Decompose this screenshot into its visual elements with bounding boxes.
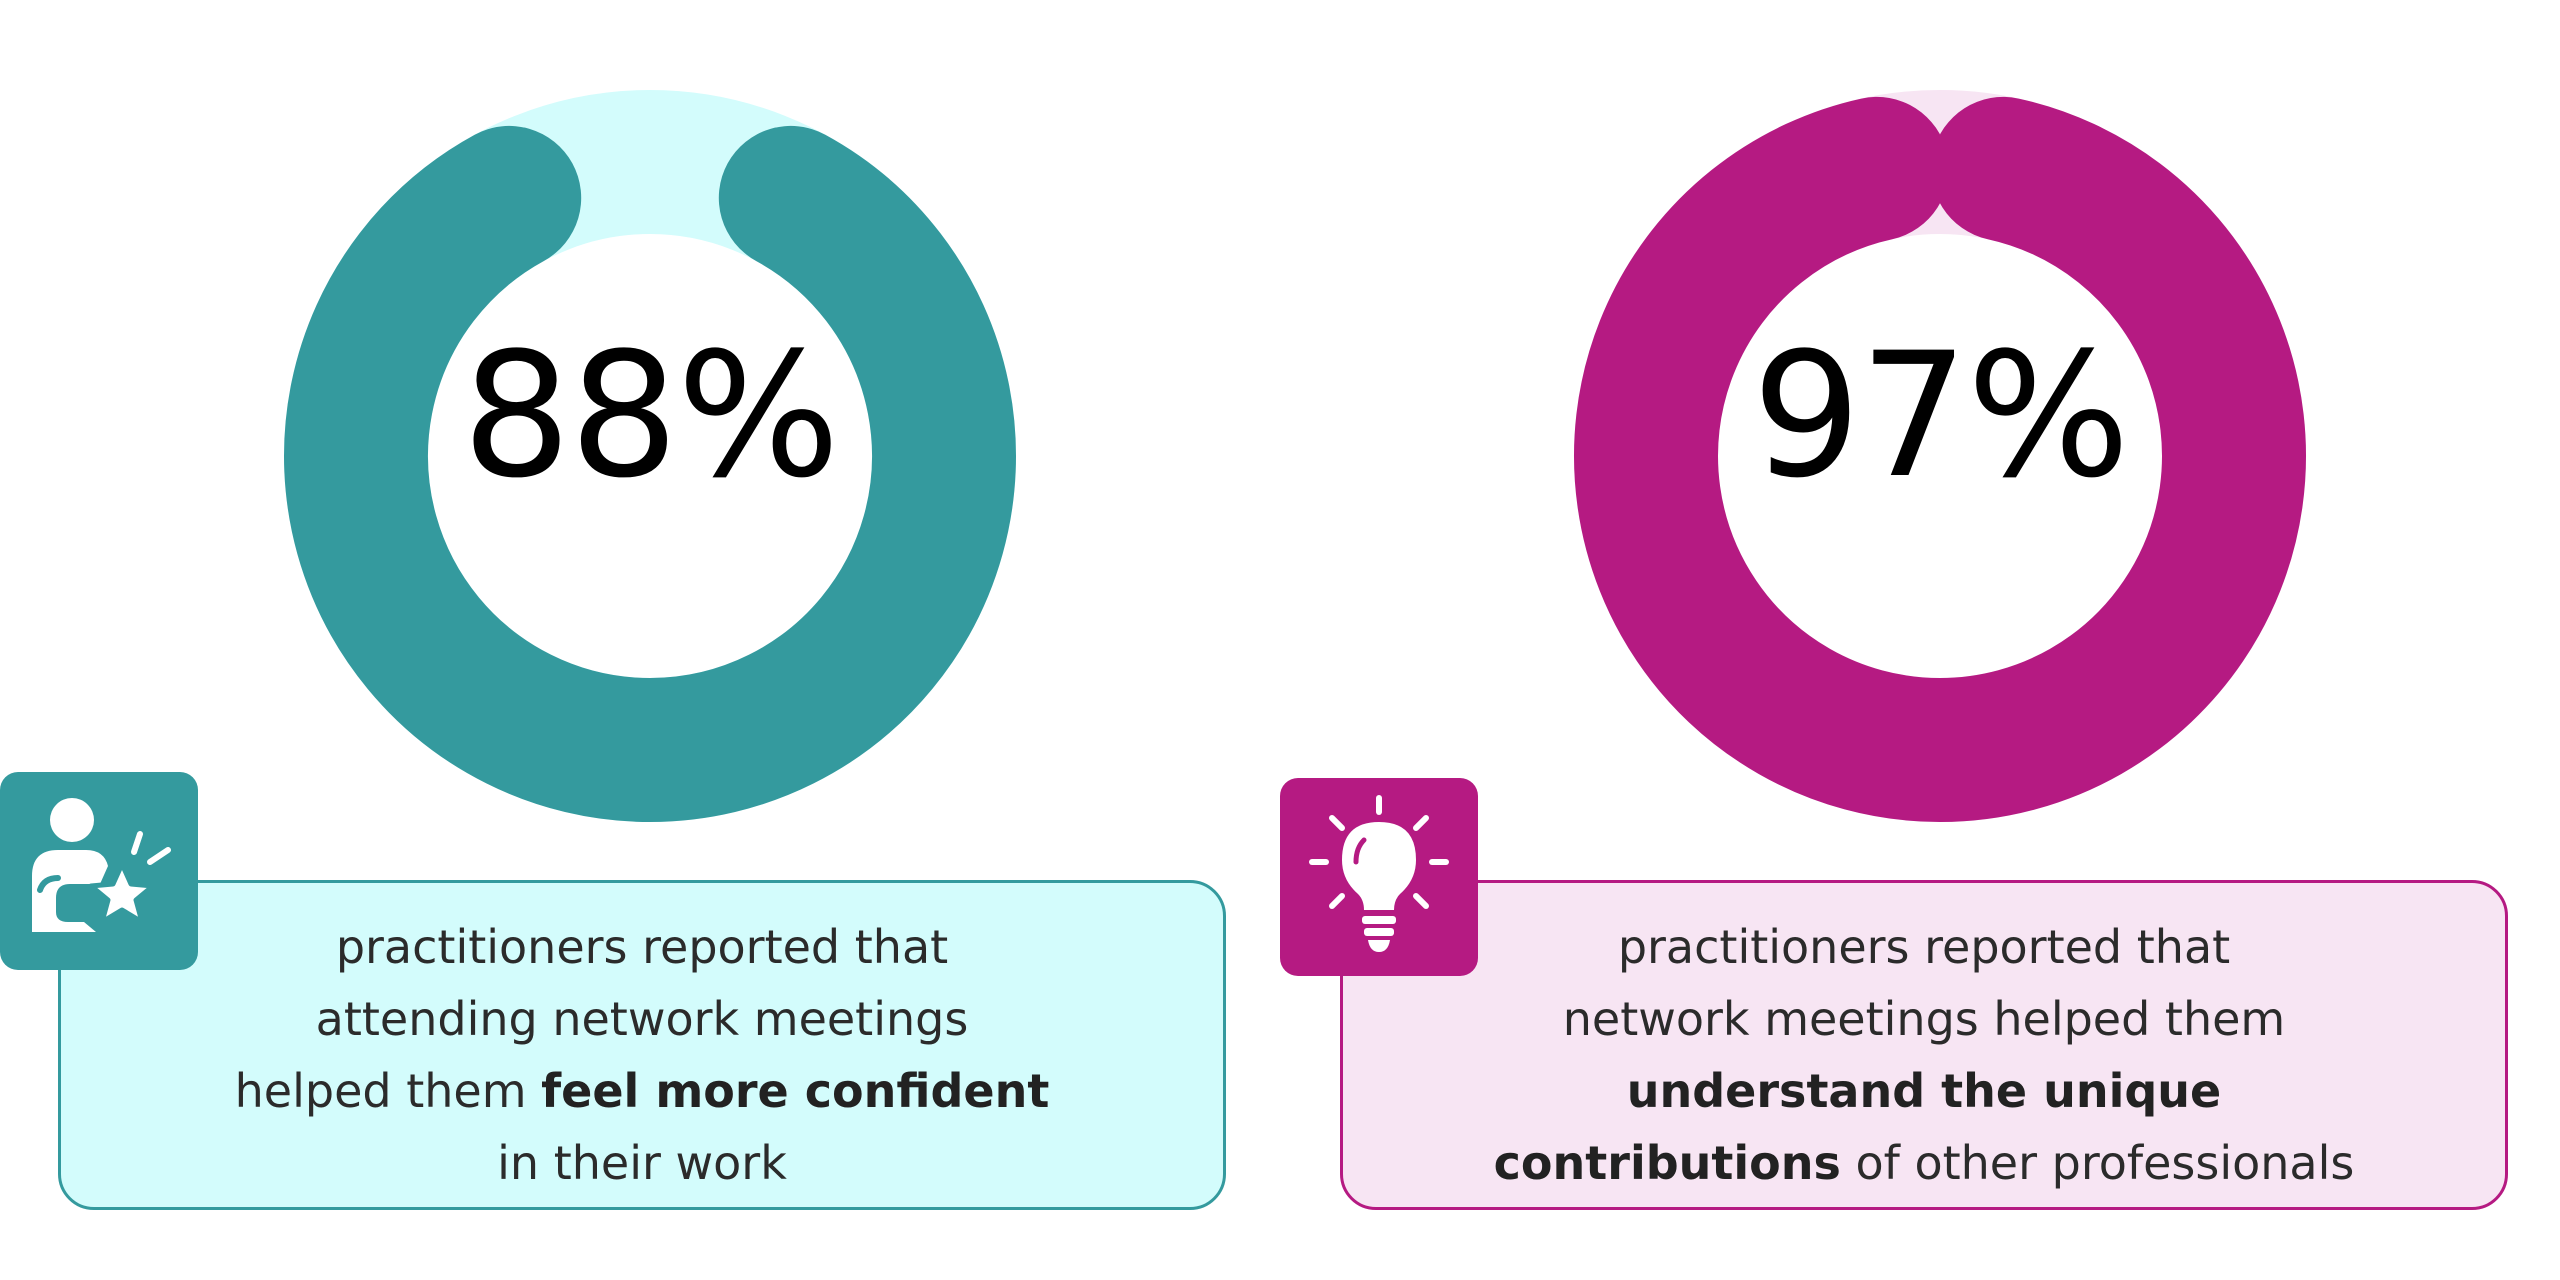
icon-tile — [0, 772, 198, 970]
caption-text: of other professionals — [1840, 1136, 2355, 1190]
caption-line: contributions of other professionals — [1379, 1127, 2469, 1199]
stat-confidence: 88% practitioners reported that attendin… — [0, 90, 1226, 1210]
caption-card: practitioners reported that attending ne… — [58, 880, 1226, 1210]
donut-chart-understanding — [1574, 90, 2306, 822]
caption-line: attending network meetings — [315, 992, 969, 1046]
person-star-icon — [32, 798, 171, 932]
caption-text: helped them — [234, 1064, 542, 1118]
donut-chart-confidence — [284, 90, 1016, 822]
caption-emphasis: understand the unique — [1626, 1064, 2222, 1118]
caption-line: practitioners reported that — [335, 920, 949, 974]
percent-label: 88% — [461, 315, 840, 516]
caption-line: understand the unique — [1379, 1055, 2469, 1127]
lightbulb-icon — [1309, 795, 1449, 952]
donut-arc — [284, 125, 1016, 822]
caption-emphasis: contributions — [1493, 1136, 1841, 1190]
caption-line: helped them feel more confident — [97, 1055, 1187, 1127]
caption-card: practitioners reported that network meet… — [1340, 880, 2508, 1210]
stat-understanding: 97% practitioners reported that network … — [1280, 0, 2560, 1280]
caption-line: in their work — [497, 1136, 787, 1190]
icon-tile — [1280, 778, 1478, 976]
caption-line: practitioners reported that — [1617, 920, 2231, 974]
caption-line: network meetings helped them — [1562, 992, 2286, 1046]
donut-arc — [1574, 96, 2306, 822]
caption-emphasis: feel more confident — [541, 1064, 1050, 1118]
percent-label: 97% — [1751, 315, 2130, 516]
